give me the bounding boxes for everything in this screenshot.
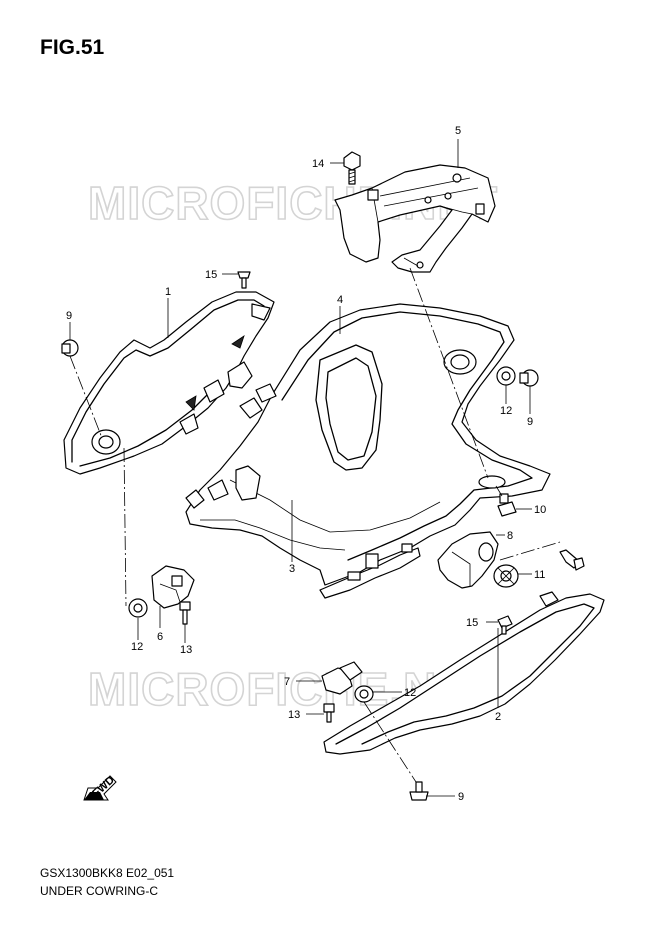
inner-cowling-part-4 <box>185 303 551 599</box>
callout-9-bottom: 9 <box>458 791 464 803</box>
callout-2: 2 <box>495 711 501 723</box>
callout-11: 11 <box>534 569 545 581</box>
callout-5: 5 <box>455 125 461 137</box>
alignment-lines <box>69 267 561 783</box>
callout-12-bottom: 12 <box>404 687 416 699</box>
callout-13-bottom: 13 <box>288 709 300 721</box>
assembly-name: UNDER COWRING-C <box>40 884 158 898</box>
nut-part-7 <box>321 661 363 695</box>
callout-15-right: 15 <box>466 617 478 629</box>
callout-12-left: 12 <box>131 641 143 653</box>
grommet-part-12-bottom <box>354 685 374 703</box>
lower-trim-part-2 <box>323 591 605 755</box>
screw-part-13-bottom <box>323 703 335 723</box>
screw-part-15-top <box>237 271 251 289</box>
callout-4: 4 <box>337 294 343 306</box>
figure-title: FIG.51 <box>40 36 105 59</box>
leader-lines <box>69 139 532 797</box>
fwd-arrow-icon: FWD <box>83 774 117 801</box>
callout-6: 6 <box>157 631 163 643</box>
rivet-part-9-bottom <box>409 781 429 801</box>
bolt-part-14 <box>343 151 361 185</box>
grommet-part-11 <box>493 564 519 588</box>
holder-part-8 <box>437 531 499 589</box>
grommet-part-12-left <box>128 598 148 618</box>
screw-part-13-left <box>179 601 191 625</box>
callout-14: 14 <box>312 158 324 170</box>
model-code: GSX1300BKK8 E02_051 <box>40 866 175 880</box>
callout-8: 8 <box>507 530 513 542</box>
bracket-part-5 <box>334 164 496 273</box>
callout-10: 10 <box>534 504 546 516</box>
callout-7: 7 <box>284 676 290 688</box>
rivet-part-9-right <box>519 369 539 387</box>
callout-15-top: 15 <box>205 269 217 281</box>
callout-9-left: 9 <box>66 310 72 322</box>
side-cowling-part-1 <box>63 291 275 475</box>
callout-3: 3 <box>289 563 295 575</box>
callout-13-left: 13 <box>180 644 192 656</box>
callout-9-right: 9 <box>527 416 533 428</box>
screw-part-15-right <box>497 615 513 635</box>
fastener-part-10 <box>497 493 517 517</box>
rivet-part-9-left <box>61 339 79 357</box>
bolt-near-part-8 <box>559 549 585 571</box>
callout-12-right: 12 <box>500 405 512 417</box>
callout-1: 1 <box>165 286 171 298</box>
clip-part-6 <box>151 565 195 609</box>
grommet-part-12-right <box>496 366 516 386</box>
